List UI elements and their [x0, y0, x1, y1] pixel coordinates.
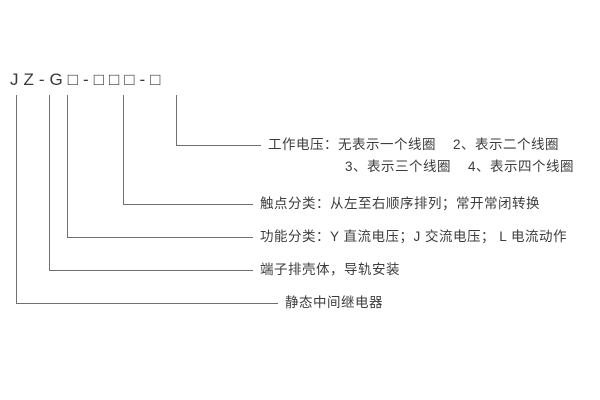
connector-working-voltage-horizontal — [176, 145, 261, 146]
label-function-type: 功能分类：Y 直流电压；J 交流电压； L 电流动作 — [260, 229, 568, 244]
connector-product-horizontal — [16, 303, 278, 304]
connector-housing-horizontal — [49, 270, 253, 271]
connector-contact-type-vertical — [123, 95, 124, 204]
model-code: JZ-G□-□□□-□ — [10, 70, 166, 89]
label-working-voltage-line2: 3、表示三个线圈 4、表示四个线圈 — [345, 159, 575, 174]
label-housing: 端子排壳体，导轨安装 — [260, 262, 400, 277]
connector-function-type-vertical — [67, 95, 68, 237]
label-product: 静态中间继电器 — [285, 295, 383, 310]
connector-function-type-horizontal — [67, 237, 253, 238]
label-contact-type: 触点分类：从左至右顺序排列；常开常闭转换 — [260, 196, 540, 211]
label-working-voltage-line1: 工作电压：无表示一个线圈 2、表示二个线圈 — [268, 137, 560, 152]
connector-working-voltage-vertical — [176, 95, 177, 145]
connector-product-vertical — [16, 95, 17, 303]
connector-housing-vertical — [49, 95, 50, 270]
connector-contact-type-horizontal — [123, 204, 253, 205]
